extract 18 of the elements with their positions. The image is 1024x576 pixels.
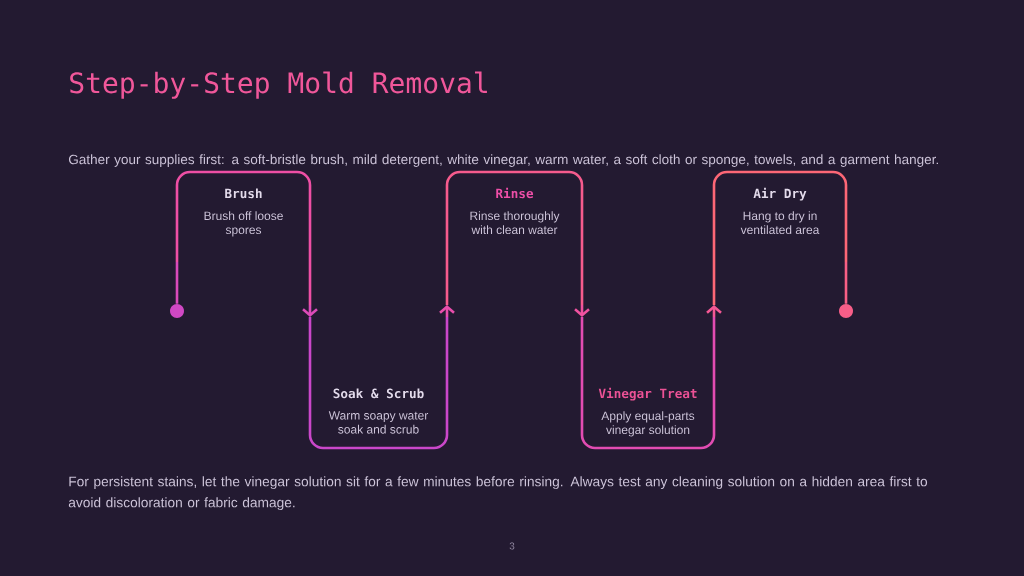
endpoint-dot	[839, 304, 853, 318]
step-title: Soak & Scrub	[333, 388, 424, 399]
step-description: Apply equal-parts vinegar solution	[601, 411, 695, 437]
step-title: Air Dry	[753, 187, 807, 201]
page-number: 3	[509, 542, 515, 550]
slide-title: Step-by-Step Mold Removal	[70, 71, 487, 99]
note-text: For persistent stains, let the vinegar solution sit for a few minutes before rinsing. Always test any cleaning solution on a hidden area first to avoid discoloration or fabric damage.	[68, 476, 928, 511]
step-description: Warm soapy water soak and scrub	[328, 411, 429, 434]
step-description: Rinse thoroughly with clean water	[470, 211, 560, 235]
connector-line	[175, 262, 179, 304]
step-title: Brush	[225, 188, 262, 199]
intro-text: Gather your supplies first: a soft-bristle brush, mild detergent, white vinegar, warm water, a soft cloth or sponge, towels, and a garment hanger.	[68, 154, 938, 167]
endpoint-dot	[170, 304, 184, 318]
step-description: Brush off loose spores	[204, 211, 283, 237]
step-description: Hang to dry in ventilated area	[740, 211, 820, 235]
step-title: Rinse	[496, 187, 534, 199]
connector-line	[844, 262, 848, 304]
step-title: Vinegar Treat	[598, 387, 697, 401]
